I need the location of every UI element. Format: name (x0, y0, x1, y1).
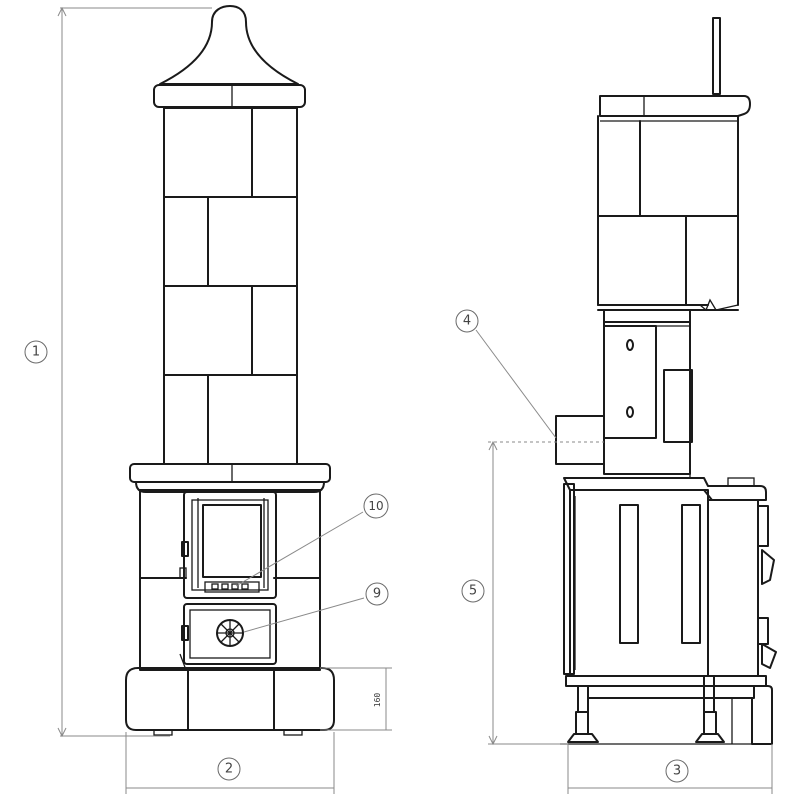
side-body (563, 483, 759, 677)
side-leg-right (703, 711, 717, 735)
front-top-cornice (153, 84, 306, 108)
leader-9 (243, 597, 365, 633)
side-base-frame (560, 675, 773, 745)
ash-door-hinge (181, 625, 189, 641)
front-lower-cornice (129, 463, 331, 483)
svg-text:9: 9 (373, 587, 381, 602)
svg-text:10: 10 (368, 499, 383, 513)
fire-door-glass (202, 504, 262, 578)
svg-text:2: 2 (225, 762, 233, 777)
front-body (139, 489, 321, 671)
callout-5: 5 (461, 579, 485, 603)
fire-door (179, 491, 277, 599)
callout-1: 1 (24, 340, 48, 364)
air-control-panel (204, 581, 260, 593)
callout-10: 10 (363, 493, 389, 519)
side-vent-right (681, 504, 701, 644)
callout-4: 4 (455, 309, 479, 333)
air-control-knobs (211, 583, 249, 590)
svg-text:1: 1 (32, 345, 40, 360)
side-column (597, 115, 739, 326)
side-flue-pipe (712, 17, 721, 95)
air-rosette-spokes (217, 620, 243, 646)
side-door-handles (757, 505, 777, 669)
ash-door (179, 603, 277, 671)
front-view (125, 5, 335, 736)
front-crown (159, 5, 299, 85)
leader-4 (475, 329, 557, 439)
leader-10 (235, 511, 364, 587)
front-plinth (125, 667, 335, 731)
svg-text:4: 4 (463, 314, 471, 329)
side-flue-connector (555, 415, 605, 465)
side-heat-exchanger (603, 321, 693, 479)
callout-9: 9 (365, 582, 389, 606)
side-top-cornice (599, 95, 751, 117)
exchanger-bolt-lower (626, 406, 634, 418)
callout-3: 3 (665, 759, 689, 783)
fire-door-hinge (181, 541, 189, 557)
front-foot-left (153, 729, 173, 736)
svg-text:5: 5 (469, 584, 477, 599)
callouts: 1 2 3 4 5 9 10 (24, 309, 689, 783)
callout-2: 2 (217, 757, 241, 781)
side-leg-left (575, 711, 589, 735)
dimension-lines: 160 (57, 6, 773, 794)
side-vent-left (619, 504, 639, 644)
base-height-label: 160 (373, 693, 382, 708)
leader-lines (235, 329, 557, 633)
side-view (555, 17, 777, 745)
front-column-tiles (163, 107, 298, 465)
exchanger-bolt-upper (626, 339, 634, 351)
front-foot-right (283, 729, 303, 736)
svg-text:3: 3 (673, 764, 681, 779)
